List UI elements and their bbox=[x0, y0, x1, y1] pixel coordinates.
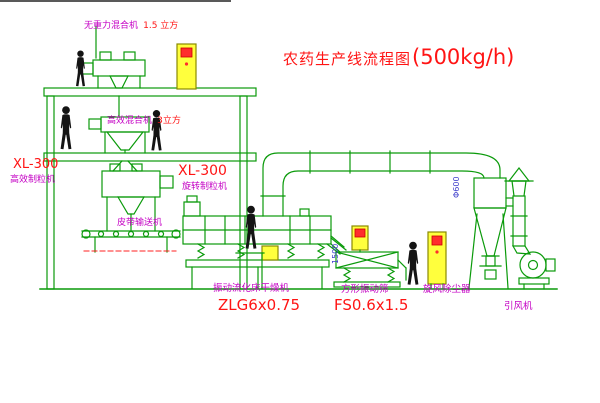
induced-draft-fan bbox=[511, 245, 556, 290]
high-eff-mixer-spec: 3立方 bbox=[157, 116, 181, 126]
sieve-model: FS0.6x1.5 bbox=[334, 296, 409, 314]
granulator-left-name: 高效制粒机 bbox=[10, 175, 56, 185]
belt-conveyor bbox=[81, 229, 181, 253]
fluid-bed-dryer bbox=[182, 195, 345, 289]
gravity-mixer-label: 无重力混合机 1.5 立方 bbox=[84, 14, 178, 32]
high-eff-mixer-label: 高效混合机 3立方 bbox=[107, 109, 181, 127]
granulator-right-model: XL-300 bbox=[178, 163, 227, 179]
worker-figure bbox=[407, 241, 419, 285]
high-eff-mixer bbox=[88, 116, 150, 172]
control-cabinet-right bbox=[427, 231, 447, 290]
exhaust-duct bbox=[260, 150, 501, 217]
gravity-mixer bbox=[79, 25, 146, 118]
title-text: 农药生产线流程图 bbox=[283, 50, 412, 68]
gravity-mixer-name: 无重力混合机 bbox=[84, 21, 139, 31]
granulator bbox=[101, 163, 174, 232]
operator-platform bbox=[235, 252, 265, 290]
gravity-mixer-spec: 1.5 立方 bbox=[143, 21, 179, 31]
worker-figure bbox=[76, 50, 85, 87]
dimension-texts: 1500 Φ600 bbox=[331, 176, 461, 264]
control-cabinet-mid bbox=[351, 225, 369, 253]
worker-figure bbox=[60, 106, 72, 150]
sieve-label: 方形振动筛 bbox=[341, 284, 389, 295]
vent-stack bbox=[504, 167, 534, 247]
cyclone bbox=[468, 177, 509, 289]
belt-conveyor-label: 皮带输送机 bbox=[117, 218, 163, 228]
dimension-dryer-length: 1500 bbox=[331, 244, 340, 264]
vibrating-sieve bbox=[326, 237, 407, 288]
line-art bbox=[39, 25, 558, 290]
building-structure bbox=[43, 87, 257, 290]
granulator-left-model: XL-300 bbox=[13, 157, 59, 172]
control-cabinet-roof bbox=[176, 43, 197, 90]
dryer-label: 振动流化床干燥机 bbox=[213, 283, 290, 294]
cyclone-label: 旋风除尘器 bbox=[423, 284, 471, 295]
high-eff-mixer-name: 高效混合机 bbox=[107, 116, 153, 126]
dimension-duct-diameter: Φ600 bbox=[452, 176, 461, 198]
fan-label: 引风机 bbox=[504, 301, 533, 312]
dryer-model: ZLG6x0.75 bbox=[218, 296, 301, 314]
granulator-right-name: 旋转制粒机 bbox=[182, 182, 228, 192]
drawing-title: 农药生产线流程图 (500kg/h) bbox=[283, 45, 515, 69]
title-capacity: (500kg/h) bbox=[412, 45, 515, 69]
